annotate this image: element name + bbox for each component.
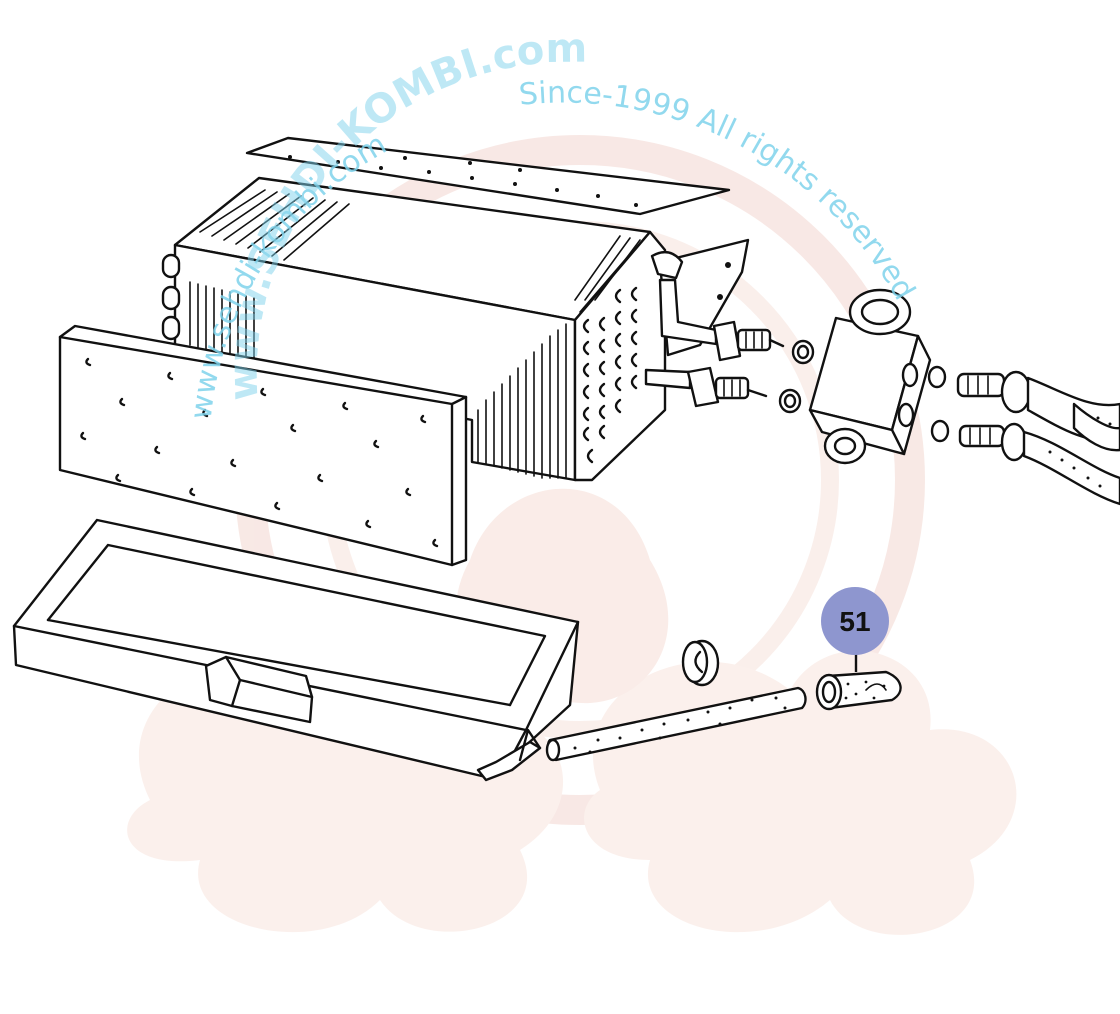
callout-51[interactable]: 51 (821, 587, 889, 672)
line-fittings (686, 320, 815, 414)
callout-number: 51 (839, 606, 870, 637)
top-seal-strip (245, 136, 731, 216)
drain-tray (12, 518, 580, 782)
refrigerant-hoses (956, 370, 1120, 506)
drain-hose-end-cap[interactable] (815, 670, 902, 711)
insulation-panel (58, 324, 468, 567)
drain-hose (545, 686, 807, 762)
evaporator-core (161, 176, 750, 482)
hose-clip (681, 639, 720, 687)
expansion-valve (808, 288, 950, 465)
callout-badge (821, 587, 889, 655)
